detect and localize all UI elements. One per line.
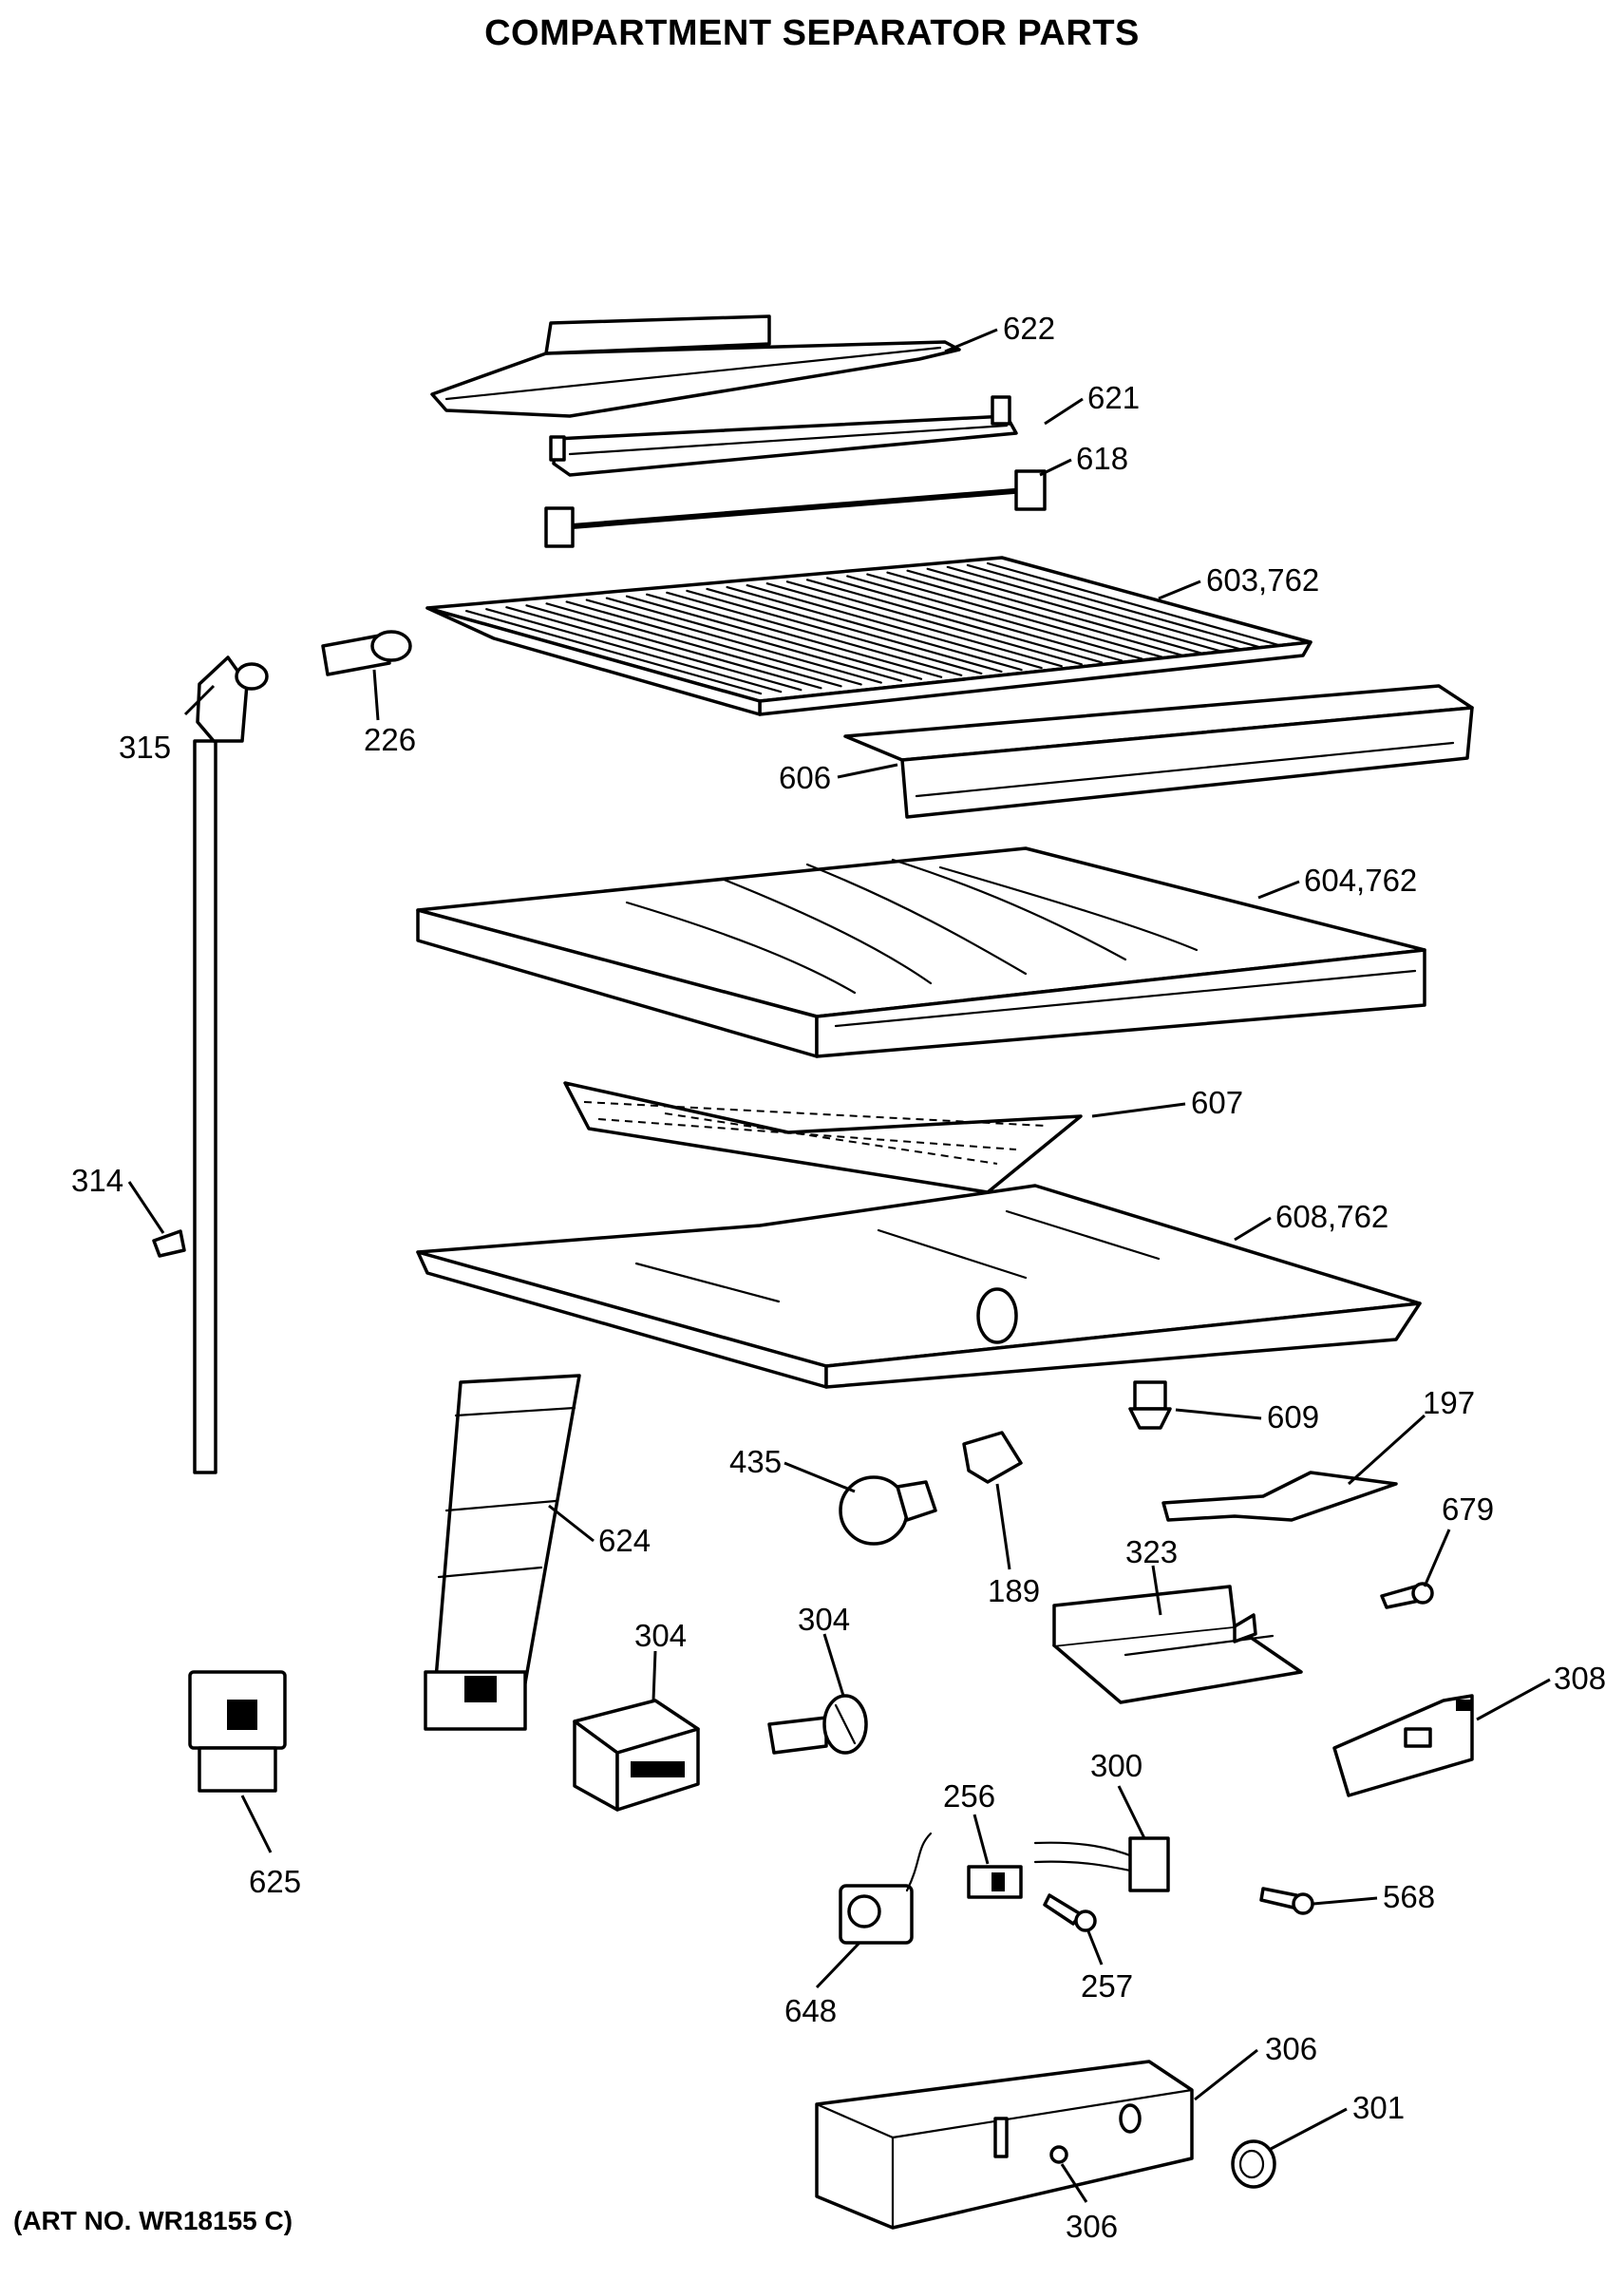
callout-301: 301 xyxy=(1352,2090,1405,2125)
callout-226: 226 xyxy=(364,722,416,757)
part-308-plate xyxy=(1332,1694,1474,1797)
callout-308: 308 xyxy=(1554,1661,1606,1696)
art-number: (ART NO. WR18155 C) xyxy=(13,2206,293,2235)
part-604-separator xyxy=(416,846,1426,1058)
part-300-switch xyxy=(1033,1836,1170,1892)
callout-300: 300 xyxy=(1090,1748,1142,1783)
callout-625: 625 xyxy=(249,1864,301,1899)
callout-306-housing: 306 xyxy=(1265,2031,1317,2066)
callout-609: 609 xyxy=(1267,1399,1319,1434)
part-304-housing xyxy=(573,1699,700,1812)
callout-648: 648 xyxy=(784,1993,837,2028)
callout-labels: 622 621 618 603,762 315 226 606 604,762 … xyxy=(71,311,1606,2244)
callout-197: 197 xyxy=(1423,1385,1475,1420)
part-606-trim xyxy=(843,684,1474,819)
callout-621: 621 xyxy=(1087,380,1140,415)
callout-306-hole: 306 xyxy=(1066,2209,1118,2244)
callout-603-762: 603,762 xyxy=(1206,562,1319,598)
callout-304-control: 304 xyxy=(798,1602,850,1637)
part-323-bracket xyxy=(1052,1585,1303,1704)
part-568-screw xyxy=(1259,1887,1314,1915)
part-624-duct xyxy=(424,1374,581,1731)
callout-304-housing: 304 xyxy=(634,1618,687,1653)
part-622-cover xyxy=(430,314,961,418)
part-256-switch xyxy=(967,1865,1023,1899)
leader-lines xyxy=(127,328,1551,2203)
callout-435: 435 xyxy=(729,1444,782,1479)
part-435-bulb xyxy=(839,1475,937,1546)
callout-607: 607 xyxy=(1191,1085,1243,1120)
callout-189: 189 xyxy=(988,1573,1040,1608)
part-315-support-rod xyxy=(193,656,269,1474)
part-301-knob xyxy=(1231,2139,1276,2189)
callout-604-762: 604,762 xyxy=(1304,863,1417,898)
part-648-motor xyxy=(839,1832,933,1945)
callout-618: 618 xyxy=(1076,441,1128,476)
part-603-shelf xyxy=(425,556,1312,716)
part-679-screw xyxy=(1380,1582,1434,1609)
callout-679: 679 xyxy=(1442,1492,1494,1527)
callout-622: 622 xyxy=(1003,311,1055,346)
part-197-strap xyxy=(1161,1471,1398,1522)
callout-315: 315 xyxy=(119,730,171,765)
part-609-clip xyxy=(1128,1380,1172,1430)
diagram-title: COMPARTMENT SEPARATOR PARTS xyxy=(484,13,1140,53)
part-618-rod xyxy=(544,469,1047,548)
part-304-control xyxy=(767,1694,868,1755)
callout-256: 256 xyxy=(943,1778,995,1814)
part-257-screw xyxy=(1043,1893,1097,1932)
part-625-bracket xyxy=(188,1670,287,1793)
callout-323: 323 xyxy=(1125,1534,1178,1569)
part-226-pin xyxy=(321,630,412,676)
part-608-separator xyxy=(416,1184,1422,1389)
callout-606: 606 xyxy=(779,760,831,795)
callout-568: 568 xyxy=(1383,1879,1435,1914)
part-314-clip xyxy=(152,1229,186,1258)
callout-624: 624 xyxy=(598,1523,651,1558)
callout-257: 257 xyxy=(1081,1968,1133,2004)
part-621-rail xyxy=(549,395,1018,477)
callout-608-762: 608,762 xyxy=(1275,1199,1388,1234)
part-306-housing xyxy=(815,2060,1194,2230)
callout-314: 314 xyxy=(71,1163,123,1198)
part-189-socket xyxy=(962,1431,1023,1484)
part-607-insulation xyxy=(563,1081,1083,1194)
